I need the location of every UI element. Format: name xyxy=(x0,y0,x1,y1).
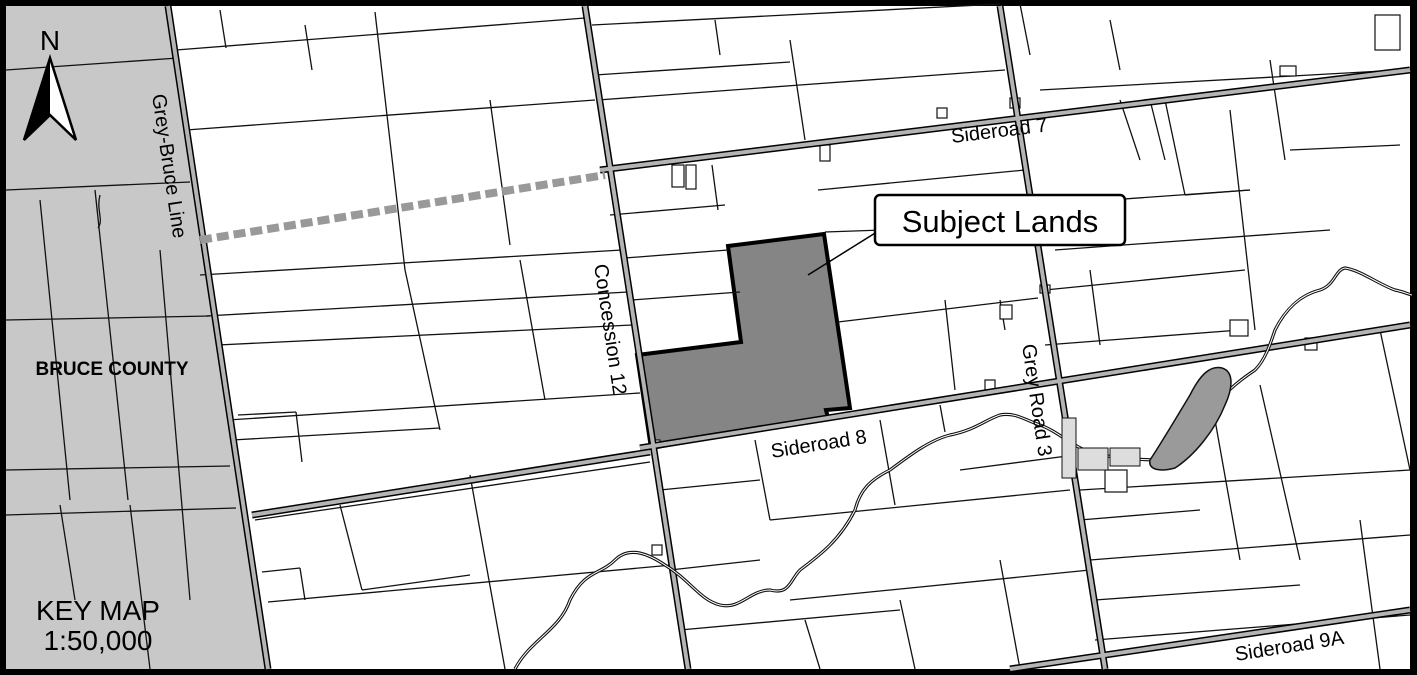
unopened-road-allowance xyxy=(199,171,606,244)
callout-leader-line xyxy=(807,229,881,276)
subject-lands-label: Subject Lands xyxy=(902,204,1098,239)
bruce-county-label: BRUCE COUNTY xyxy=(35,359,188,380)
north-label: N xyxy=(40,25,60,56)
key-map-title: KEY MAP xyxy=(36,595,160,626)
pond xyxy=(1149,366,1232,471)
north-arrow: N xyxy=(22,25,78,141)
bruce-county-lot-lines xyxy=(5,57,237,670)
hamlet-lots xyxy=(1061,417,1141,479)
roads xyxy=(164,5,1411,673)
subject-lands-callout-box xyxy=(873,193,1127,247)
key-map-scale: 1:50,000 xyxy=(44,625,153,656)
bruce-county-area xyxy=(6,6,268,669)
lot-lines xyxy=(175,3,1411,670)
river-center xyxy=(514,267,1413,670)
